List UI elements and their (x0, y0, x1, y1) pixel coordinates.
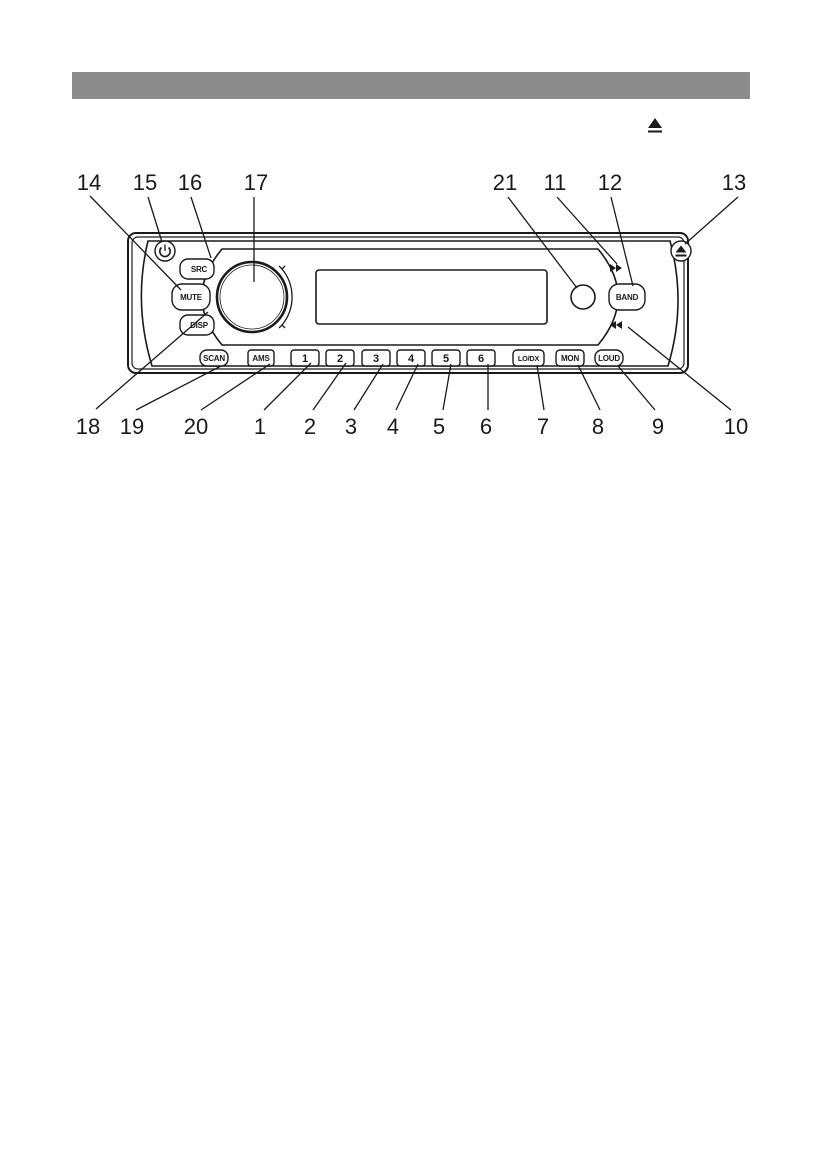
eject-icon (648, 118, 662, 133)
callout-10: 10 (724, 414, 748, 439)
callout-line-9 (617, 365, 656, 411)
disp-button: DISP (179, 314, 215, 336)
band-button: BAND (608, 283, 646, 311)
rewind-icon (610, 321, 622, 329)
callout-line-2 (312, 362, 347, 411)
faceplate-outline (140, 240, 679, 367)
callout-9: 9 (652, 414, 664, 439)
callouts-bottom: 18 19 20 1 2 3 4 5 6 7 8 9 10 (76, 414, 748, 439)
power-icon (159, 244, 171, 258)
ir-sensor (570, 284, 596, 310)
mon-label: MON (561, 354, 579, 363)
callout-line-20 (200, 363, 271, 411)
src-button: SRC (179, 258, 215, 280)
preset-3-label: 3 (373, 353, 379, 365)
callout-line-11 (556, 196, 618, 265)
callout-20: 20 (184, 414, 208, 439)
preset-3-button: 3 (361, 349, 391, 367)
callout-line-14 (89, 195, 182, 291)
callout-8: 8 (592, 414, 604, 439)
lcd-display (315, 269, 548, 325)
disp-label: DISP (190, 321, 209, 330)
preset-6-label: 6 (478, 353, 484, 365)
callout-line-18 (95, 311, 209, 410)
callout-7: 7 (537, 414, 549, 439)
bottom-button-row: SCAN AMS 1 2 3 4 5 6 (199, 349, 624, 367)
mute-button: MUTE (171, 283, 211, 311)
callout-2: 2 (304, 414, 316, 439)
next-button (610, 264, 622, 272)
loud-label: LOUD (598, 354, 620, 363)
lo-dx-button: LO/DX (512, 349, 545, 367)
callout-16: 16 (178, 170, 202, 195)
scan-button: SCAN (199, 349, 229, 367)
power-button (154, 240, 176, 262)
callout-line-16 (190, 196, 212, 259)
callout-line-8 (577, 364, 601, 411)
preset-1-label: 1 (302, 353, 308, 365)
callout-line-7 (536, 364, 545, 411)
preset-2-label: 2 (337, 353, 343, 365)
callout-6: 6 (480, 414, 492, 439)
callout-4: 4 (387, 414, 399, 439)
stereo-faceplate (127, 232, 689, 374)
scan-label: SCAN (203, 354, 225, 363)
housing-inner (131, 236, 685, 370)
callout-line-3 (353, 363, 384, 411)
loud-button: LOUD (594, 349, 624, 367)
callout-21: 21 (493, 170, 517, 195)
eject-icon (675, 245, 687, 257)
preset-5-button: 5 (431, 349, 461, 367)
callouts-top: 14 15 16 17 21 11 12 13 (77, 170, 746, 195)
callout-1: 1 (254, 414, 266, 439)
mon-button: MON (555, 349, 585, 367)
callout-19: 19 (120, 414, 144, 439)
callout-line-21 (507, 196, 578, 289)
rotate-arrows-icon (278, 265, 293, 329)
callout-5: 5 (433, 414, 445, 439)
callout-18: 18 (76, 414, 100, 439)
preset-4-button: 4 (396, 349, 426, 367)
callout-17: 17 (244, 170, 268, 195)
eject-button (670, 240, 692, 262)
housing-outer (127, 232, 689, 374)
src-label: SRC (191, 265, 208, 274)
preset-5-label: 5 (443, 353, 449, 365)
preset-4-label: 4 (408, 353, 415, 365)
callout-line-12 (610, 196, 634, 287)
callout-15: 15 (133, 170, 157, 195)
band-label: BAND (616, 293, 639, 302)
callout-line-1 (263, 362, 312, 411)
faceplate-recess (201, 248, 619, 346)
callout-11: 11 (544, 170, 567, 195)
preset-6-button: 6 (466, 349, 496, 367)
callout-line-15 (147, 196, 163, 243)
ams-button: AMS (247, 349, 275, 367)
callout-line-13 (684, 196, 739, 245)
callout-3: 3 (345, 414, 357, 439)
callout-12: 12 (598, 170, 622, 195)
callout-line-10 (627, 326, 732, 411)
callout-lines (89, 195, 739, 411)
prev-button (610, 321, 622, 329)
callout-14: 14 (77, 170, 101, 195)
callout-line-5 (442, 363, 452, 411)
volume-knob (215, 260, 289, 334)
mute-label: MUTE (180, 293, 203, 302)
callout-line-19 (135, 365, 222, 411)
preset-2-button: 2 (325, 349, 355, 367)
fast-forward-icon (610, 264, 622, 272)
callout-13: 13 (722, 170, 746, 195)
header-bar (72, 72, 750, 99)
ams-label: AMS (252, 354, 270, 363)
callout-line-4 (395, 363, 419, 411)
lo-dx-label: LO/DX (518, 354, 540, 363)
preset-1-button: 1 (290, 349, 320, 367)
